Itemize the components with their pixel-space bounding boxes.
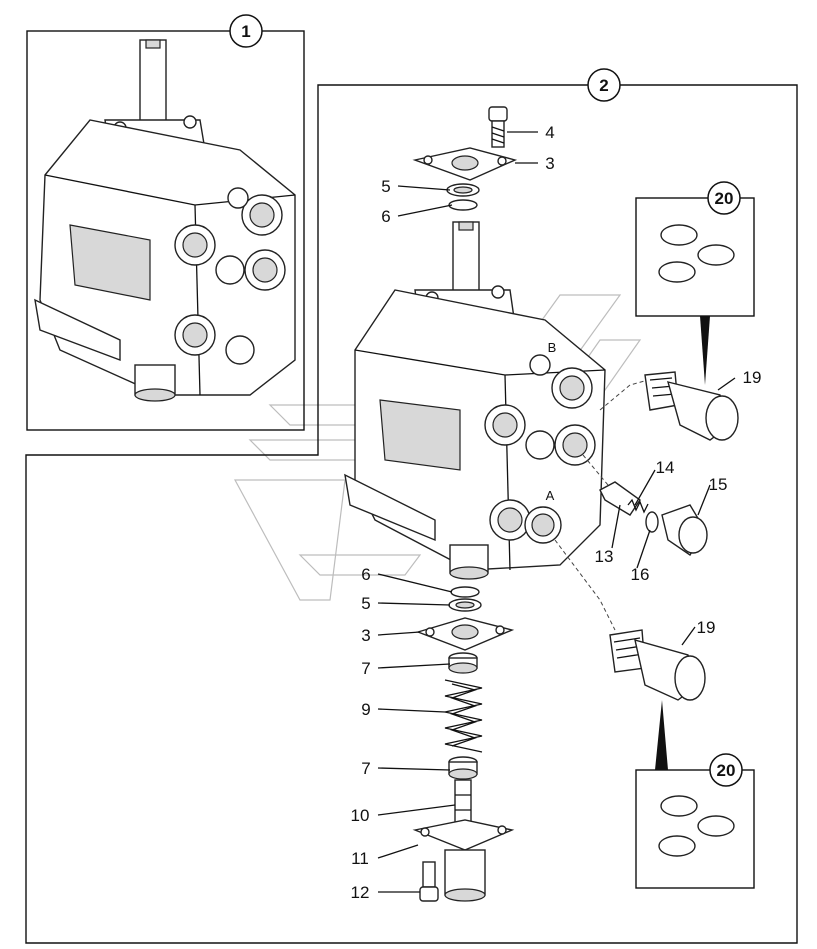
callout-2-text: 2: [599, 76, 608, 95]
label-7-bottom: 7: [361, 759, 370, 778]
label-3-top: 3: [545, 154, 554, 173]
callout-20-bottom: 20: [709, 753, 743, 787]
label-3-bottom: 3: [361, 626, 370, 645]
leader-lines: [377, 131, 736, 893]
label-5-top: 5: [381, 177, 390, 196]
label-6-top: 6: [381, 207, 390, 226]
seal-5-bottom: [448, 598, 482, 612]
assembly-1-frame: [26, 30, 305, 431]
label-11: 11: [351, 849, 369, 868]
flange-3-top: [412, 147, 518, 181]
plug-13: [599, 481, 641, 516]
label-13: 13: [595, 547, 614, 566]
callout-1-text: 1: [241, 22, 250, 41]
screw-4: [488, 106, 508, 148]
oring-6-top: [448, 199, 478, 211]
oring-6-bottom: [450, 586, 480, 598]
callout-20-bottom-text: 20: [717, 761, 736, 780]
relief-valve-19-top: [644, 371, 739, 441]
callout-20-top-text: 20: [715, 189, 734, 208]
label-6-bottom: 6: [361, 565, 370, 584]
spring-seat-7-top: [448, 652, 478, 674]
label-14: 14: [656, 458, 675, 477]
dashed-leader-19-bottom: [554, 539, 616, 631]
valve-assembly-1: [34, 39, 296, 402]
plug-15: [661, 504, 708, 556]
label-10: 10: [351, 806, 370, 825]
part-labels: 4 3 5 6 19 14 15 13 16 19 6 5 3 7 9 7 10…: [351, 123, 762, 902]
label-19-top: 19: [743, 368, 762, 387]
flange-3-bottom: [415, 617, 515, 651]
label-7-top: 7: [361, 659, 370, 678]
valve-assembly-2: [344, 221, 606, 580]
spool-10: [454, 779, 472, 829]
spring-14: [627, 498, 649, 514]
screw-12: [419, 861, 439, 902]
relief-valve-19-bottom: [609, 629, 706, 701]
callout-20-top: 20: [707, 181, 741, 215]
seal-kit-20-bottom: [635, 700, 755, 889]
spring-seat-7-bottom: [448, 756, 478, 780]
callout-2: 2: [587, 68, 621, 102]
port-b-label: B: [548, 340, 557, 355]
label-9: 9: [361, 700, 370, 719]
seal-kit-20-top: [635, 197, 755, 385]
label-16: 16: [631, 565, 650, 584]
callout-1: 1: [229, 14, 263, 48]
seal-5-top: [446, 183, 480, 197]
port-a-label: A: [546, 488, 555, 503]
label-5-bottom: 5: [361, 594, 370, 613]
spring-9: [444, 679, 483, 753]
label-19-bottom: 19: [697, 618, 716, 637]
cap-11: [412, 819, 515, 902]
label-12: 12: [351, 883, 370, 902]
assembly-2-frame: [25, 84, 798, 944]
dashed-leader-19-top: [599, 379, 649, 411]
oring-16: [645, 511, 659, 533]
label-4: 4: [545, 123, 554, 142]
label-15: 15: [709, 475, 728, 494]
